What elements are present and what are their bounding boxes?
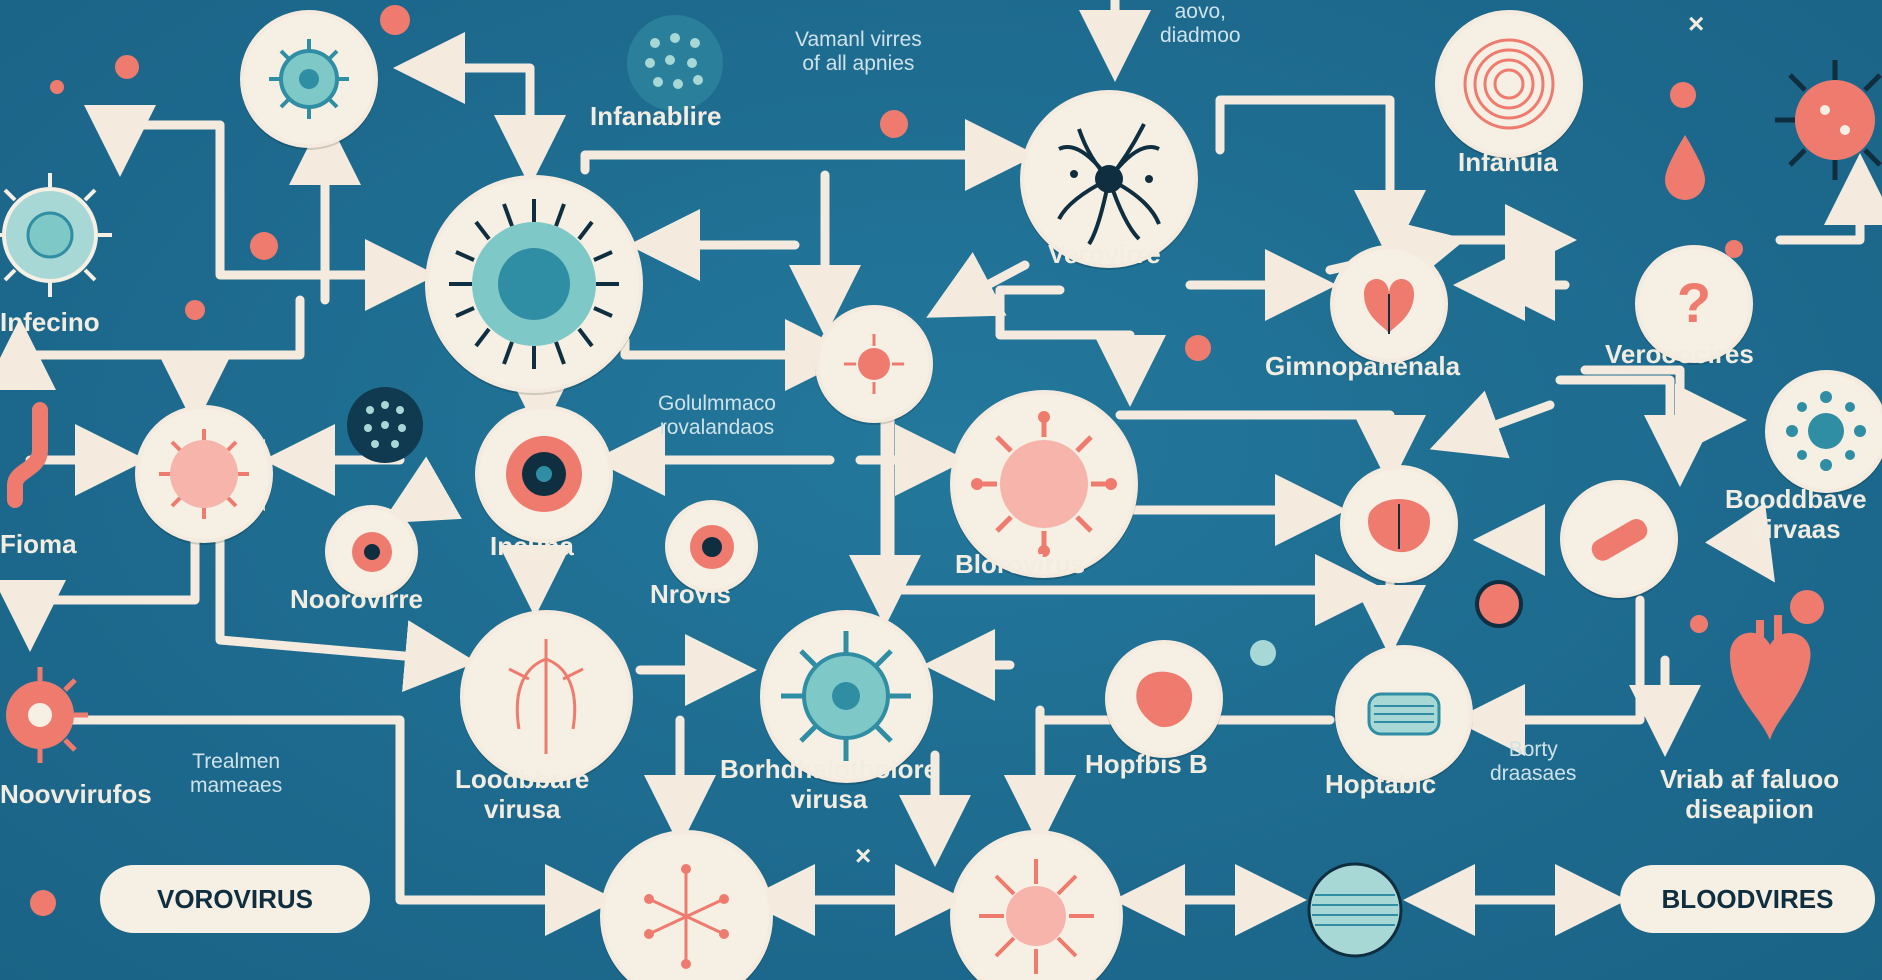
- close-icon: ×: [1688, 8, 1704, 40]
- bloodborne-cell-node: [460, 610, 633, 783]
- svg-text:?: ?: [1677, 271, 1711, 334]
- decor-dot: [30, 890, 56, 916]
- decor-dot: [115, 55, 139, 79]
- borhdhalotbolore-label: Borhdhalotbolore virusa: [720, 755, 938, 815]
- gimnopahenala-label: Gimnopahenala: [1265, 352, 1460, 382]
- decor-dot: [185, 300, 205, 320]
- fioma-label: Fioma: [0, 530, 77, 560]
- bloodvires-pill: BLOODVIRES: [1620, 865, 1875, 933]
- liver-node-right: [1340, 465, 1458, 583]
- hepatitis-b-node: [1105, 640, 1223, 758]
- nrovis-label: Nrovis: [650, 580, 731, 610]
- decor-dot: [1670, 82, 1696, 108]
- decor-dot: [250, 232, 278, 260]
- bloodborne-right-label: Booddbave virvaas: [1725, 485, 1867, 545]
- teal-virus-node: [1765, 370, 1882, 493]
- vriab-label: Vriab af faluoo diseapiion: [1660, 765, 1839, 825]
- influenza-right-label: Infanuia: [1458, 148, 1558, 178]
- various-viruses-label: Vamanl virres of all apnies: [795, 28, 922, 76]
- organ-node: [1330, 245, 1448, 363]
- spiky-virus-icon: [1760, 55, 1882, 185]
- hepatobic-label: Hoptabic: [1325, 770, 1436, 800]
- decor-dot: [1725, 240, 1743, 258]
- verovoires-label: Verooocires: [1605, 340, 1754, 370]
- central-virus-node: [425, 175, 643, 393]
- decor-dot: [1690, 615, 1708, 633]
- verovirus-top-label: Verovirre: [1048, 240, 1161, 270]
- pink-virus-node: [135, 405, 273, 543]
- striped-virus-icon: [1290, 845, 1420, 975]
- noroviruses-left-label: Noovvirufos: [0, 780, 152, 810]
- mask-node: [1335, 645, 1473, 783]
- decor-dot: [1185, 335, 1211, 361]
- small-virus-node: [815, 305, 933, 423]
- bloodvires-pill-label: BLOODVIRES: [1662, 884, 1834, 915]
- verovirus-pill-label: VOROVIRUS: [157, 884, 313, 915]
- swirl-virus-node: [1435, 10, 1583, 158]
- bandage-node: [1560, 480, 1678, 598]
- left-virus-icon: [0, 655, 110, 775]
- arrow-path: [1220, 100, 1390, 235]
- blood-drop-icon: [1660, 130, 1710, 200]
- top-center-label: aovo, diadmoo: [1160, 0, 1241, 48]
- dark-virus-node: [475, 405, 613, 543]
- decor-dot: [1475, 580, 1523, 628]
- middle-small-label: Golulmmaco rovalandaos: [658, 392, 776, 440]
- treatment-label: Trealmen mameaes: [190, 750, 282, 798]
- virus-node: [240, 10, 378, 148]
- blorovirus-label: Blorovirus: [955, 550, 1085, 580]
- close-icon: ×: [855, 840, 871, 872]
- decor-dot: [50, 80, 64, 94]
- decor-dot: [880, 110, 908, 138]
- infection-virus-icon: [0, 165, 120, 305]
- bloodborne-virus-label: Loodbbare virusa: [455, 765, 589, 825]
- influenza-mid-label: Incuna: [490, 532, 574, 562]
- small-teal-virus-icon: [340, 380, 430, 470]
- norovirus-label: Noorovirre: [290, 585, 423, 615]
- infection-label: Infecino: [0, 308, 100, 338]
- verovirus-pill: VOROVIRUS: [100, 865, 370, 933]
- decor-dot: [380, 5, 410, 35]
- borty-label: Borty draasaes: [1490, 738, 1576, 786]
- decor-dot: [1250, 640, 1276, 666]
- intestine-icon: [0, 400, 65, 510]
- arrow-path: [585, 155, 1010, 170]
- inflammation-label: Infanablire: [590, 102, 721, 132]
- hepatitis-b-label: Hopfbis B: [1085, 750, 1208, 780]
- decor-dot: [1790, 590, 1824, 624]
- arrow-path: [415, 68, 530, 160]
